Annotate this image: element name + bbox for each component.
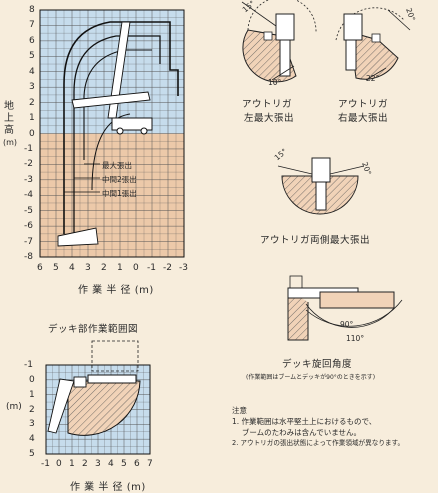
deck-y-unit: (m) (6, 402, 22, 412)
main-truck-body (111, 117, 153, 131)
main-x-tick-label: 5 (53, 263, 59, 273)
deck-rotation-caption: デッキ旋回角度 (282, 359, 353, 370)
main-x-tick-label: -3 (179, 263, 188, 273)
main-y-title-char-1: 地 (4, 101, 14, 112)
deck-y-tick-label: 5 (29, 449, 35, 459)
deck-rotation-subcaption: (作業範囲はブームとデッキが90°のときを示す) (246, 374, 376, 381)
outrigger-right-max-diagram: 20° 22° アウトリガ 右最大張出 (326, 0, 436, 125)
deck-x-tick-label: 3 (95, 459, 101, 469)
main-y-title-char-2: 上 (4, 113, 14, 124)
deck-platform (87, 374, 137, 384)
main-y-tick-label: -1 (24, 143, 33, 154)
main-x-tick-label: 0 (133, 263, 139, 273)
notes-line-3: 2. アウトリガの張出状態によって作業領域が異なります。 (232, 439, 405, 447)
main-y-tick-label: 1 (29, 113, 35, 124)
main-y-tick-label: 6 (29, 35, 35, 46)
main-y-tick-label: 8 (29, 5, 35, 15)
right-max-angle-bottom: 22° (366, 74, 380, 83)
deck-y-tick-label: -1 (24, 360, 33, 370)
main-x-tick-label: -2 (163, 263, 172, 273)
main-legend-3: 中間1張出 (102, 189, 137, 198)
main-y-tick-label: -4 (24, 190, 33, 201)
main-boom-horizontal (71, 91, 151, 109)
deck-angle-a: 90° (340, 320, 354, 329)
deck-y-tick-label: 1 (29, 389, 35, 400)
main-y-tick-label: 5 (29, 51, 35, 62)
deck-boom (47, 378, 75, 434)
deck-x-tick-label: 4 (108, 459, 114, 469)
deck-rotation-drawing (287, 275, 403, 341)
main-x-tick-label: 1 (117, 263, 123, 273)
right-max-caption-2: 右最大張出 (338, 113, 389, 124)
deck-y-tick-label: 2 (29, 404, 35, 415)
deck-basket (73, 376, 87, 388)
outrigger-both-max-drawing (277, 157, 365, 215)
deck-x-tick-label: 6 (134, 459, 140, 469)
deck-x-tick-label: 1 (69, 459, 75, 469)
main-x-tick-label: 2 (101, 263, 107, 273)
left-max-caption-2: 左最大張出 (244, 113, 295, 124)
left-max-angle-bottom: 10° (268, 78, 282, 87)
both-max-caption: アウトリガ両側最大張出 (260, 235, 371, 246)
outrigger-both-max-diagram: 15° 20° アウトリガ両側最大張出 (256, 140, 416, 252)
right-max-caption-1: アウトリガ (338, 99, 389, 110)
deck-y-tick-label: 0 (29, 374, 35, 385)
deck-x-tick-label: -1 (41, 459, 50, 469)
main-y-tick-label: -2 (24, 159, 33, 170)
main-y-tick-label: -8 (24, 252, 33, 262)
deck-chart-title: デッキ部作業範囲図 (48, 324, 139, 335)
main-x-tick-label: 4 (69, 263, 75, 273)
main-y-tick-label: 4 (29, 66, 35, 77)
main-legend-1: 最大張出 (102, 161, 132, 170)
main-x-tick-label: 6 (37, 263, 43, 273)
main-envelope-lower (91, 113, 131, 191)
main-boom-lowered (57, 227, 99, 247)
outrigger-left-max-diagram: 15° 10° アウトリガ 左最大張出 (236, 0, 326, 125)
main-envelope-outer (63, 21, 179, 234)
main-y-tick-label: 3 (29, 82, 35, 93)
deck-y-tick-label: 4 (29, 434, 35, 445)
main-x-tick-label: -1 (147, 263, 156, 273)
deck-x-tick-label: 2 (82, 459, 88, 469)
main-y-tick-label: -7 (24, 236, 33, 247)
main-y-tick-label: -5 (24, 205, 33, 216)
notes-line-2: ブームのたわみは含んでいません。 (232, 428, 362, 437)
notes-line-1: 1. 作業範囲は水平堅土上におけるもので、 (232, 417, 377, 426)
deck-dashed-area (91, 340, 139, 372)
main-y-title-unit: (m) (2, 138, 18, 147)
deck-frame (45, 364, 151, 455)
deck-x-tick-label: 0 (56, 459, 62, 469)
main-truck-wheel-2 (140, 127, 148, 135)
left-max-caption-1: アウトリガ (242, 99, 293, 110)
main-frame (39, 9, 185, 258)
deck-x-title: 作 業 半 径 (m) (70, 482, 146, 493)
outrigger-left-max-drawing (241, 0, 317, 83)
notes-block: 注意 1. 作業範囲は水平堅土上におけるもので、 ブームのたわみは含んでいません… (232, 405, 436, 449)
main-x-title: 作 業 半 径 (m) (78, 285, 154, 296)
main-y-tick-label: 7 (29, 20, 35, 31)
deck-y-tick-label: 3 (29, 419, 35, 430)
main-x-tick-label: 3 (85, 263, 91, 273)
deck-x-tick-label: 5 (121, 459, 127, 469)
main-y-tick-label: 0 (29, 128, 35, 139)
main-y-title-char-3: 高 (4, 125, 14, 136)
deck-envelope (67, 380, 141, 436)
main-envelope-mid (73, 35, 161, 234)
deck-x-tick-label: 7 (147, 459, 153, 469)
deck-angle-b: 110° (346, 334, 365, 343)
main-chart-plot (39, 9, 185, 258)
deck-rotation-diagram: 90° 110° デッキ旋回角度 (作業範囲はブームとデッキが90°のときを示す… (230, 270, 430, 385)
deck-chart-plot (45, 340, 151, 455)
main-truck-wheel-1 (116, 127, 124, 135)
main-y-title: 地 上 高 (m) (2, 101, 18, 149)
main-legend-2: 中間2張出 (102, 175, 137, 184)
notes-heading: 注意 (232, 406, 247, 415)
main-y-tick-label: -6 (24, 221, 33, 232)
main-y-tick-label: -3 (24, 174, 33, 185)
outrigger-right-max-drawing (335, 7, 411, 81)
main-y-tick-label: 2 (29, 97, 35, 108)
